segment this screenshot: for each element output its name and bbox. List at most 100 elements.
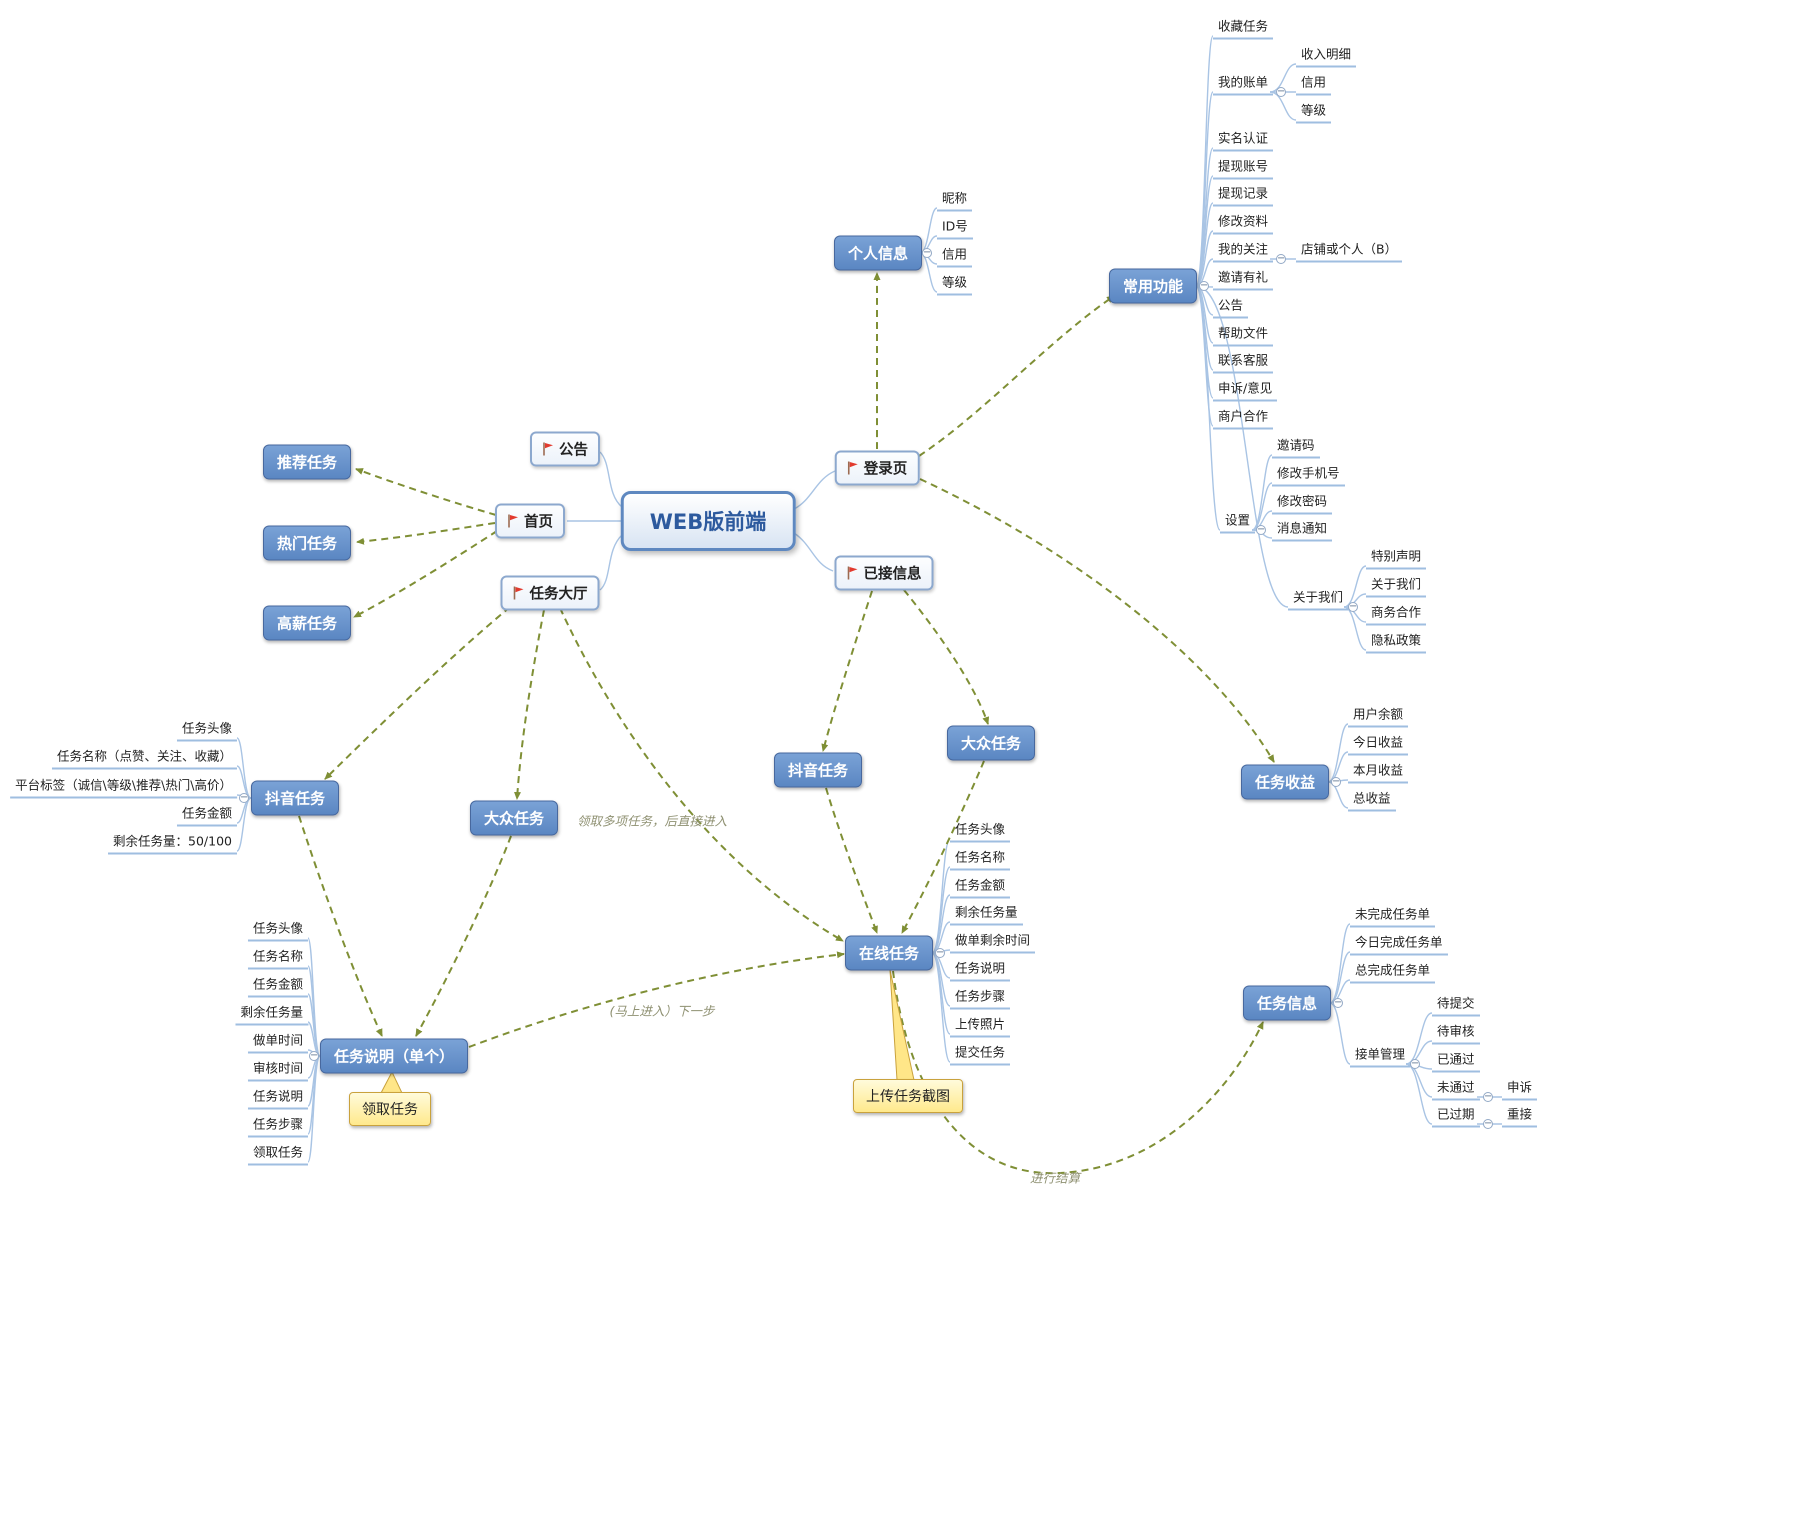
leaf-special-statement[interactable]: 特别声明 bbox=[1366, 545, 1427, 570]
leaf-task-name2[interactable]: 任务名称 bbox=[247, 945, 308, 970]
leaf-edit-profile[interactable]: 修改资料 bbox=[1213, 210, 1274, 235]
topic-hot-tasks[interactable]: 热门任务 bbox=[262, 525, 352, 561]
leaf-remaining1[interactable]: 剩余任务量：50/100 bbox=[108, 830, 237, 855]
leaf-credit2[interactable]: 信用 bbox=[1296, 71, 1332, 96]
topic-public-tasks-1[interactable]: 大众任务 bbox=[469, 800, 559, 836]
collapse-toggle[interactable]: − bbox=[1256, 524, 1266, 535]
leaf-income-detail[interactable]: 收入明细 bbox=[1296, 43, 1357, 68]
leaf-total-finished[interactable]: 总完成任务单 bbox=[1350, 959, 1436, 984]
leaf-withdraw-account[interactable]: 提现账号 bbox=[1213, 155, 1274, 180]
leaf-change-password[interactable]: 修改密码 bbox=[1272, 490, 1333, 515]
topic-douyin-tasks-1[interactable]: 抖音任务 bbox=[250, 780, 340, 816]
collapse-toggle[interactable]: − bbox=[1276, 86, 1286, 97]
leaf-task-amount3[interactable]: 任务金额 bbox=[950, 874, 1011, 899]
collapse-toggle[interactable]: − bbox=[1199, 280, 1209, 291]
leaf-about-us2[interactable]: 关于我们 bbox=[1366, 573, 1427, 598]
collapse-toggle[interactable]: − bbox=[1483, 1091, 1493, 1102]
leaf-merchant-coop[interactable]: 商户合作 bbox=[1213, 405, 1274, 430]
leaf-today-finished[interactable]: 今日完成任务单 bbox=[1350, 931, 1448, 956]
leaf-withdraw-records[interactable]: 提现记录 bbox=[1213, 182, 1274, 207]
topic-high-pay-tasks[interactable]: 高薪任务 bbox=[262, 605, 352, 641]
leaf-remaining3[interactable]: 剩余任务量 bbox=[950, 901, 1023, 926]
leaf-announcement2[interactable]: 公告 bbox=[1213, 294, 1249, 319]
topic-personal-info[interactable]: 个人信息 bbox=[833, 235, 923, 271]
topic-common-functions[interactable]: 常用功能 bbox=[1108, 268, 1198, 304]
topic-recommended-tasks[interactable]: 推荐任务 bbox=[262, 444, 352, 480]
leaf-contact-service[interactable]: 联系客服 bbox=[1213, 349, 1274, 374]
leaf-task-avatar3[interactable]: 任务头像 bbox=[950, 818, 1011, 843]
leaf-order-time[interactable]: 做单时间 bbox=[247, 1029, 308, 1054]
leaf-failed[interactable]: 未通过 bbox=[1432, 1076, 1480, 1101]
leaf-remaining2[interactable]: 剩余任务量 bbox=[235, 1001, 308, 1026]
leaf-appeal-feedback[interactable]: 申诉/意见 bbox=[1213, 377, 1278, 402]
leaf-my-bills[interactable]: 我的账单 bbox=[1213, 71, 1274, 96]
leaf-task-avatar1[interactable]: 任务头像 bbox=[176, 717, 237, 742]
flag-node-task-hall[interactable]: 任务大厅 bbox=[500, 575, 600, 611]
flag-node-received-info[interactable]: 已接信息 bbox=[834, 555, 934, 591]
flag-node-announcement[interactable]: 公告 bbox=[530, 431, 600, 467]
leaf-task-desc-leaf[interactable]: 任务说明 bbox=[247, 1085, 308, 1110]
leaf-appeal[interactable]: 申诉 bbox=[1502, 1076, 1538, 1101]
leaf-credit[interactable]: 信用 bbox=[937, 243, 973, 268]
leaf-help-files[interactable]: 帮助文件 bbox=[1213, 322, 1274, 347]
collapse-toggle[interactable]: − bbox=[1410, 1058, 1420, 1069]
leaf-submit-task[interactable]: 提交任务 bbox=[950, 1041, 1011, 1066]
leaf-total-income[interactable]: 总收益 bbox=[1348, 787, 1396, 812]
leaf-expired[interactable]: 已过期 bbox=[1432, 1103, 1480, 1128]
leaf-my-follows[interactable]: 我的关注 bbox=[1213, 238, 1274, 263]
leaf-real-name[interactable]: 实名认证 bbox=[1213, 127, 1274, 152]
callout-claim-task[interactable]: 领取任务 bbox=[349, 1092, 431, 1126]
leaf-task-name1[interactable]: 任务名称（点赞、关注、收藏） bbox=[51, 745, 237, 770]
collapse-toggle[interactable]: − bbox=[239, 792, 249, 803]
leaf-task-desc3[interactable]: 任务说明 bbox=[950, 957, 1011, 982]
flag-node-home[interactable]: 首页 bbox=[495, 503, 565, 539]
flag-node-login[interactable]: 登录页 bbox=[834, 450, 920, 486]
topic-douyin-tasks-2[interactable]: 抖音任务 bbox=[773, 752, 863, 788]
leaf-level[interactable]: 等级 bbox=[937, 271, 973, 296]
leaf-retake[interactable]: 重接 bbox=[1502, 1103, 1538, 1128]
leaf-platform-tags[interactable]: 平台标签（诚信\等级\推荐\热门\高价） bbox=[10, 774, 237, 799]
leaf-task-avatar2[interactable]: 任务头像 bbox=[247, 917, 308, 942]
topic-public-tasks-2[interactable]: 大众任务 bbox=[946, 725, 1036, 761]
central-topic[interactable]: WEB版前端 bbox=[620, 491, 796, 551]
collapse-toggle[interactable]: − bbox=[1483, 1118, 1493, 1129]
leaf-business-coop[interactable]: 商务合作 bbox=[1366, 601, 1427, 626]
collapse-toggle[interactable]: − bbox=[935, 947, 945, 958]
leaf-today-income[interactable]: 今日收益 bbox=[1348, 731, 1409, 756]
leaf-task-steps2[interactable]: 任务步骤 bbox=[247, 1113, 308, 1138]
leaf-msg-notify[interactable]: 消息通知 bbox=[1272, 517, 1333, 542]
collapse-toggle[interactable]: − bbox=[1333, 997, 1343, 1008]
leaf-privacy-policy[interactable]: 隐私政策 bbox=[1366, 629, 1427, 654]
collapse-toggle[interactable]: − bbox=[922, 247, 932, 258]
callout-upload-screenshot[interactable]: 上传任务截图 bbox=[853, 1079, 963, 1113]
leaf-task-steps3[interactable]: 任务步骤 bbox=[950, 985, 1011, 1010]
leaf-to-review[interactable]: 待审核 bbox=[1432, 1020, 1480, 1045]
leaf-unfinished[interactable]: 未完成任务单 bbox=[1350, 903, 1436, 928]
leaf-order-mgmt[interactable]: 接单管理 bbox=[1350, 1043, 1411, 1068]
topic-online-tasks[interactable]: 在线任务 bbox=[844, 935, 934, 971]
leaf-month-income[interactable]: 本月收益 bbox=[1348, 759, 1409, 784]
leaf-upload-photo[interactable]: 上传照片 bbox=[950, 1013, 1011, 1038]
leaf-id-no[interactable]: ID号 bbox=[937, 215, 973, 240]
leaf-claim-task-leaf[interactable]: 领取任务 bbox=[247, 1141, 308, 1166]
collapse-toggle[interactable]: − bbox=[1348, 601, 1358, 612]
leaf-invite-code[interactable]: 邀请码 bbox=[1272, 434, 1320, 459]
leaf-user-balance[interactable]: 用户余额 bbox=[1348, 703, 1409, 728]
leaf-fav-tasks[interactable]: 收藏任务 bbox=[1213, 15, 1274, 40]
leaf-shop-or-personal[interactable]: 店铺或个人（B） bbox=[1296, 238, 1403, 263]
leaf-nickname[interactable]: 昵称 bbox=[937, 187, 973, 212]
leaf-task-amount1[interactable]: 任务金额 bbox=[176, 802, 237, 827]
collapse-toggle[interactable]: − bbox=[309, 1050, 319, 1061]
topic-task-income[interactable]: 任务收益 bbox=[1240, 764, 1330, 800]
topic-task-info[interactable]: 任务信息 bbox=[1242, 985, 1332, 1021]
leaf-change-phone[interactable]: 修改手机号 bbox=[1272, 462, 1345, 487]
leaf-settings[interactable]: 设置 bbox=[1220, 509, 1256, 534]
leaf-level2[interactable]: 等级 bbox=[1296, 99, 1332, 124]
collapse-toggle[interactable]: − bbox=[1276, 253, 1286, 264]
leaf-invite-gift[interactable]: 邀请有礼 bbox=[1213, 266, 1274, 291]
collapse-toggle[interactable]: − bbox=[1331, 776, 1341, 787]
topic-task-desc-single[interactable]: 任务说明（单个） bbox=[319, 1038, 469, 1074]
leaf-passed[interactable]: 已通过 bbox=[1432, 1048, 1480, 1073]
leaf-order-time-left[interactable]: 做单剩余时间 bbox=[950, 929, 1036, 954]
